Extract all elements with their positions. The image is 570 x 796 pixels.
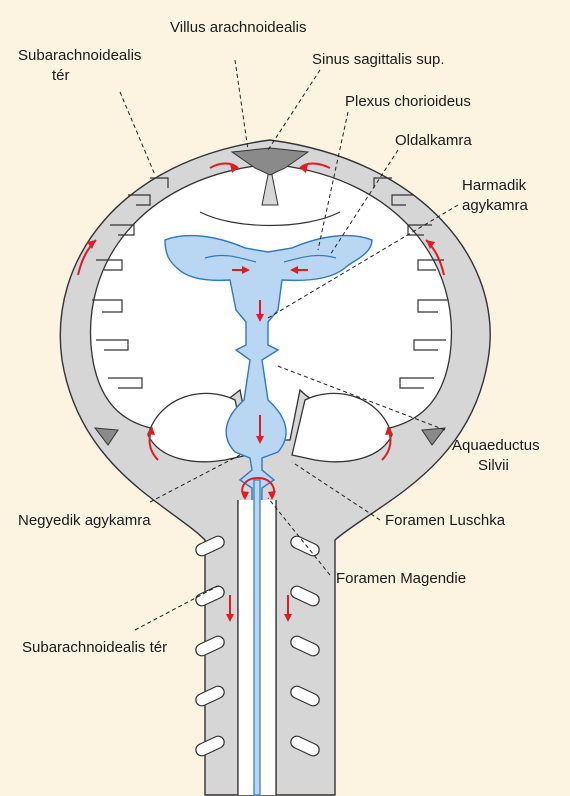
central-canal bbox=[253, 479, 261, 796]
corpus-callosum bbox=[199, 211, 341, 227]
label-negyedik-agykamra: Negyedik agykamra bbox=[18, 512, 151, 529]
label-oldalkamra: Oldalkamra bbox=[395, 132, 472, 149]
spinal-cord-edge bbox=[237, 500, 277, 795]
label-plexus-chorioideus: Plexus chorioideus bbox=[345, 93, 471, 110]
label-subarachnoidealis-top-line1: Subarachnoidealis bbox=[18, 47, 141, 64]
label-harmadik-line1: Harmadik bbox=[462, 177, 527, 194]
plexus-chorioideus-shape bbox=[204, 254, 337, 263]
ventricle-system bbox=[164, 234, 373, 761]
csf-flow-arrows bbox=[77, 162, 445, 622]
label-subarachnoidealis-bottom: Subarachnoidealis tér bbox=[22, 639, 167, 656]
label-harmadik-line2: agykamra bbox=[462, 197, 529, 214]
sinus-left bbox=[93, 427, 119, 446]
label-subarachnoidealis-top-line2: tér bbox=[52, 67, 70, 84]
leader-lines bbox=[119, 59, 459, 631]
label-aquaeductus-line1: Aquaeductus bbox=[452, 437, 540, 454]
label-sinus-sagittalis: Sinus sagittalis sup. bbox=[312, 51, 445, 68]
label-foramen-luschka: Foramen Luschka bbox=[385, 512, 506, 529]
gyri-right bbox=[373, 177, 448, 389]
cerebellum bbox=[147, 392, 393, 463]
nerve-roots bbox=[195, 535, 320, 757]
falx bbox=[261, 164, 279, 206]
sinus-right bbox=[421, 427, 447, 446]
gyri-left bbox=[92, 177, 169, 389]
label-villus-arachnoidealis: Villus arachnoidealis bbox=[170, 19, 306, 36]
sinus-sagittalis bbox=[230, 147, 310, 176]
label-aquaeductus-line2: Silvii bbox=[478, 457, 509, 474]
label-foramen-magendie: Foramen Magendie bbox=[336, 570, 466, 587]
